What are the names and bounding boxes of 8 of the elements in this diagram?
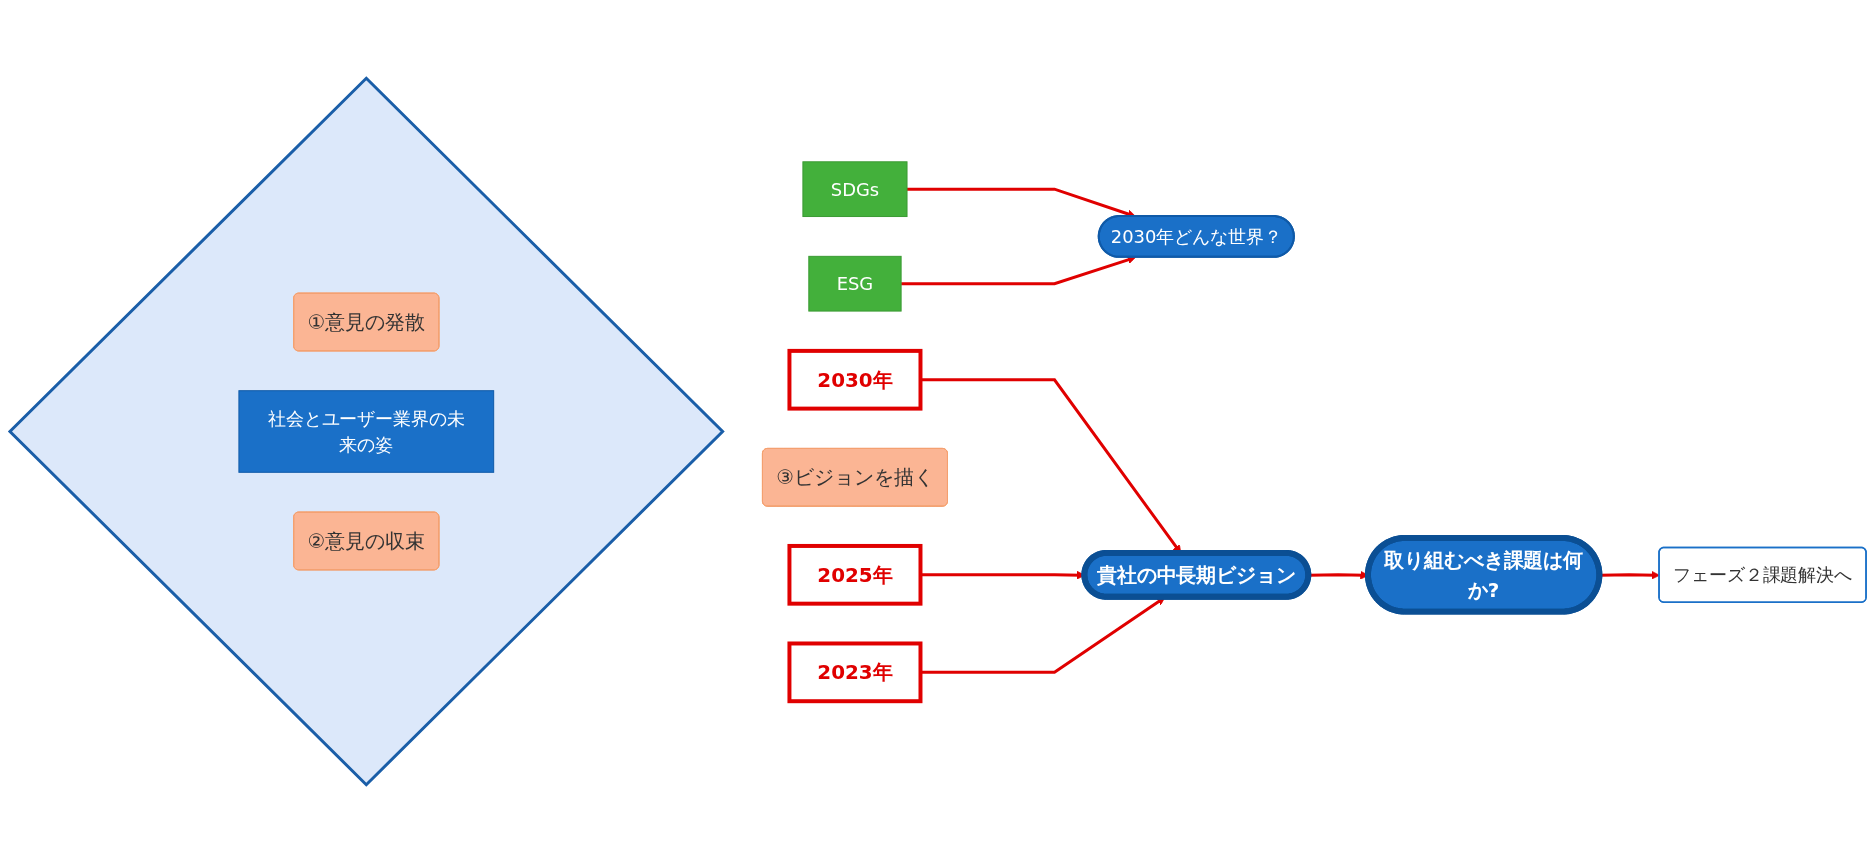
node-box: 社会とユーザー業界の未来の姿 xyxy=(238,390,495,473)
node-box: 2030年 xyxy=(787,348,923,411)
node-box: 2023年 xyxy=(787,641,923,704)
arrow xyxy=(901,255,1136,286)
cluster xyxy=(7,76,725,787)
node-box: SDGs xyxy=(802,161,908,218)
node-box: 2025年 xyxy=(787,543,923,606)
node-box: ESG xyxy=(808,255,902,312)
